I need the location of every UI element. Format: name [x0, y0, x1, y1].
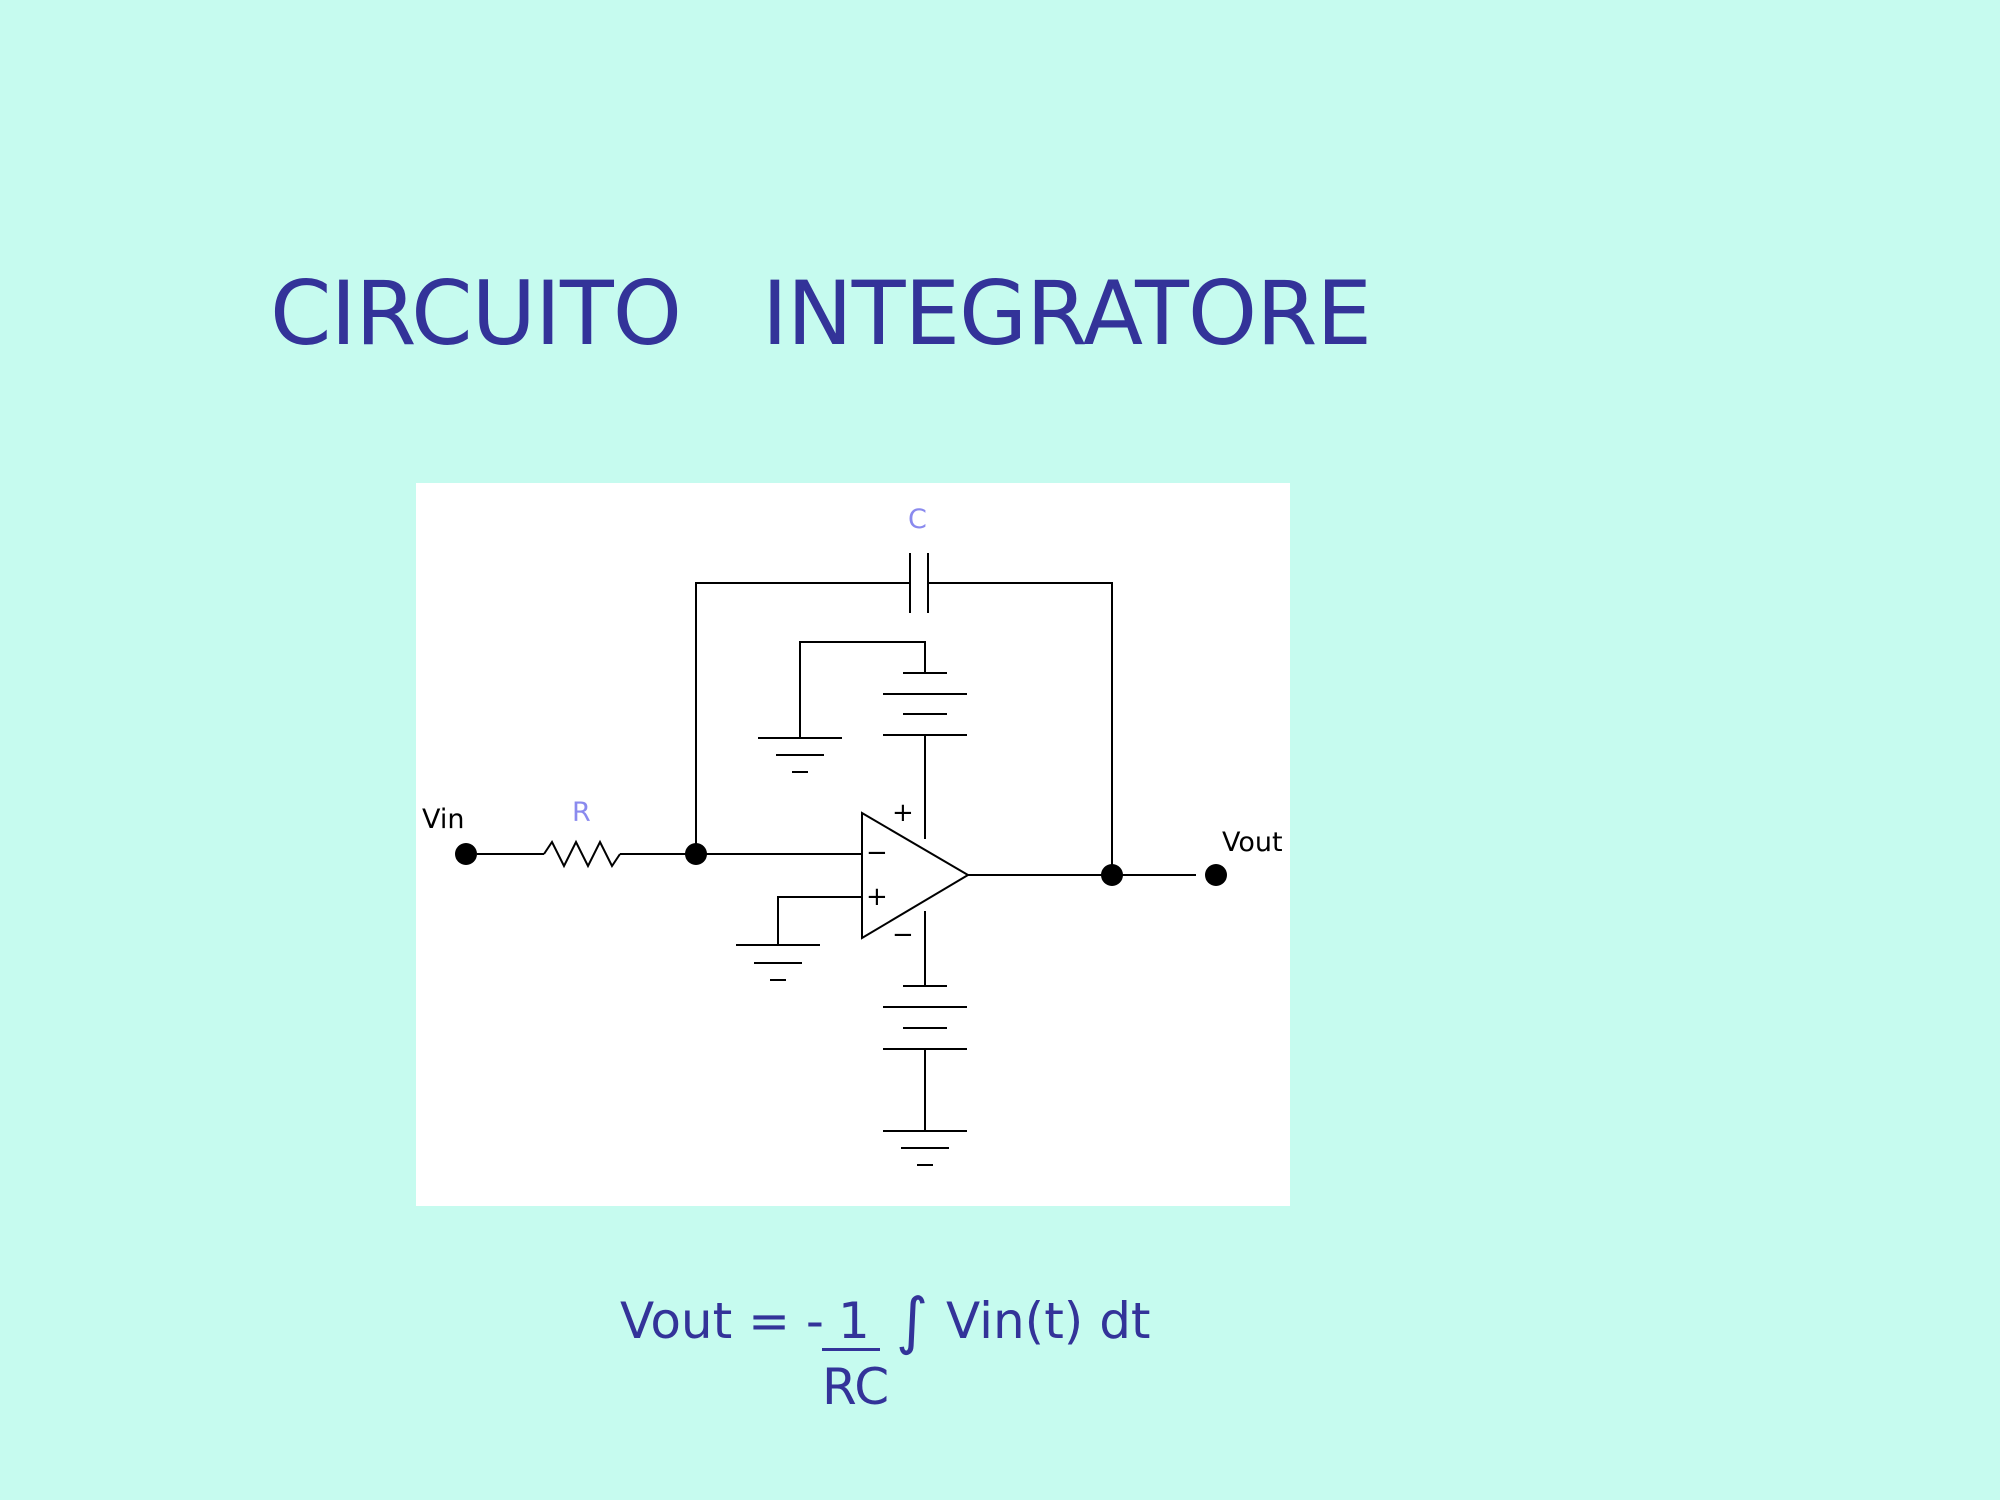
- page-title: CIRCUITO INTEGRATORE: [270, 262, 1372, 365]
- noninverting-input-sign: +: [866, 882, 888, 912]
- feedback-wire-right: [928, 582, 1113, 875]
- output-node: [1101, 864, 1123, 886]
- integral-symbol: ∫: [896, 1284, 929, 1357]
- circuit-diagram: − + + − Vin R C Vout: [416, 483, 1290, 1206]
- noninverting-ground-wire: [777, 896, 862, 945]
- integrator-schematic: − + + − Vin R C Vout: [422, 504, 1283, 1166]
- ground-symbol-input: [736, 944, 820, 981]
- op-amp: [861, 811, 970, 940]
- capacitor-c: [909, 553, 929, 613]
- formula-denominator: RC: [822, 1358, 890, 1416]
- inverting-input-sign: −: [866, 838, 888, 868]
- positive-battery: [883, 672, 967, 736]
- resistor-r: [543, 839, 621, 869]
- vout-terminal: [1205, 864, 1227, 886]
- vin-label: Vin: [422, 804, 465, 835]
- resistor-label: R: [572, 797, 591, 828]
- capacitor-label: C: [908, 504, 927, 535]
- formula-numerator: 1: [838, 1292, 870, 1350]
- ground-symbol-negative-supply: [883, 1130, 967, 1166]
- positive-supply-ground-wire: [799, 641, 926, 738]
- formula-rhs: Vin(t) dt: [946, 1292, 1151, 1350]
- negative-battery: [883, 985, 967, 1050]
- vin-terminal: [455, 843, 477, 865]
- formula-lhs: Vout = -: [620, 1292, 824, 1350]
- fraction-bar: [822, 1348, 880, 1351]
- positive-supply-sign: +: [892, 798, 914, 828]
- negative-supply-sign: −: [892, 920, 914, 950]
- ground-symbol-positive-supply: [758, 737, 842, 773]
- feedback-wire-left: [695, 582, 910, 854]
- vout-label: Vout: [1222, 827, 1283, 858]
